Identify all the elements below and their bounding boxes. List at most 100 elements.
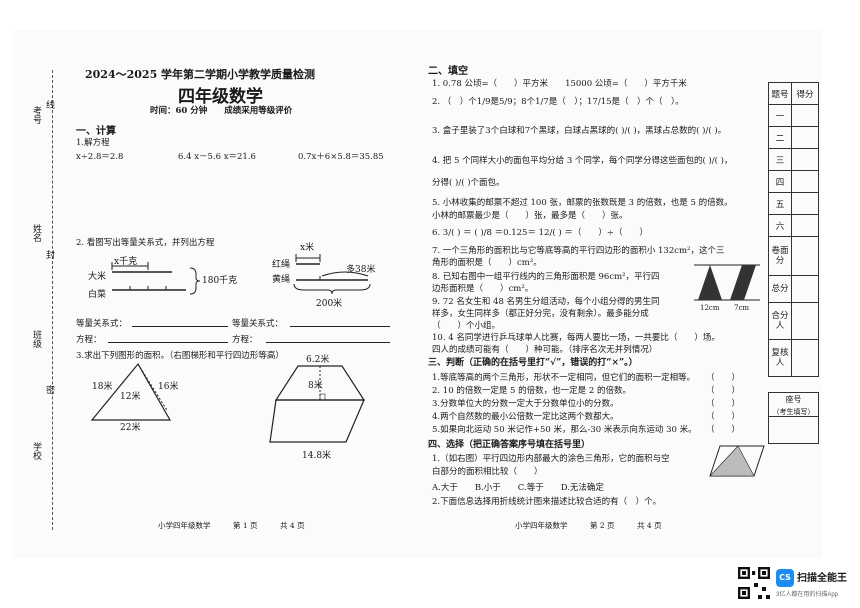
page2-footer: 小学四年级数学 第 2 页 共 4 页 xyxy=(515,521,662,530)
watermark-brand: 扫描全能王 xyxy=(797,573,847,584)
part1-heading: 一、计算 xyxy=(76,126,116,137)
score-row-label: 一 xyxy=(768,104,792,127)
binding-line xyxy=(52,70,53,530)
equation-answer-line-2[interactable] xyxy=(266,342,390,343)
exam-sheet xyxy=(12,30,822,558)
judge-1-paren[interactable]: （ ） xyxy=(706,373,741,383)
fill-q10a: 10. 4 名同学进行乒乓球单人比赛，每两人要比一场，一共要比（ ）场。 xyxy=(432,333,720,343)
page1-footer: 小学四年级数学 第 1 页 共 4 页 xyxy=(158,521,305,530)
shaded-parallelogram-figure xyxy=(709,445,765,477)
score-header-question: 题号 xyxy=(768,82,792,105)
equation-answer-line-1[interactable] xyxy=(108,342,228,343)
score-cell[interactable] xyxy=(791,275,819,303)
fill-q5a: 5. 小林收集的邮票不超过 100 张，邮票的张数既是 3 的倍数，也是 5 的… xyxy=(432,198,733,208)
qr-code-icon xyxy=(738,567,770,599)
exam-info: 时间：60 分钟 成绩采用等级评价 xyxy=(150,106,293,116)
fill-q6: 6. 3/( ) ＝ ( )/8 ＝0.125＝ 12/( ) ＝（ ）÷（ ） xyxy=(432,228,649,238)
fill-q3: 3. 盒子里装了3个白球和7个黑球，白球占黑球的( )/( )，黑球占总数的( … xyxy=(432,126,727,136)
diag1-top-label: x千克 xyxy=(114,257,138,267)
rice-cabbage-diagram xyxy=(111,262,201,295)
fill-q9a: 9. 72 名女生和 48 名男生分组活动，每个小组分得的男生同 xyxy=(432,297,660,307)
fill-q5b: 小林的邮票最少是（ ）张，最多是（ ）张。 xyxy=(432,211,628,221)
subject-title: 四年级数学 xyxy=(178,87,263,107)
judge-1: 1.等底等高的两个三角形，形状不一定相同，但它们的面积一定相等。 xyxy=(432,373,696,383)
score-cell[interactable] xyxy=(791,126,819,149)
judge-3: 3.分数单位大的分数一定大于分数单位小的分数。 xyxy=(432,399,619,409)
fill-q8a: 8. 已知右图中一组平行线内的三角形面积是 96cm²，平行四 xyxy=(432,272,660,282)
score-cell[interactable] xyxy=(791,170,819,193)
gutter-xingming: 姓名 xyxy=(31,224,41,242)
fill-q8b: 边形面积是（ ）cm²。 xyxy=(432,284,534,294)
equation-2: 6.4 x－5.6 x＝21.6 xyxy=(178,152,256,162)
gutter-mi: 密 xyxy=(44,385,54,394)
score-row-label: 四 xyxy=(768,170,792,193)
score-cell[interactable] xyxy=(791,339,819,377)
gutter-xian: 线 xyxy=(44,100,54,109)
diag1-row2-label: 白菜 xyxy=(88,290,107,300)
relation-answer-line-1[interactable] xyxy=(132,326,228,327)
sub3-label: 3.求出下列图形的面积。（右图梯形和平行四边形等高） xyxy=(76,351,284,361)
trapezoid-top-base: 6.2米 xyxy=(306,355,330,365)
relation-label-2: 等量关系式： xyxy=(232,319,284,329)
gutter-xuexiao: 学校 xyxy=(31,442,41,460)
judge-5: 5.如果向北运动 50 米记作+50 米，那么-30 米表示向东运动 30 米。 xyxy=(432,425,697,435)
judge-2: 2. 10 的倍数一定是 5 的倍数，也一定是 2 的倍数。 xyxy=(432,386,631,396)
part4-heading: 四、选择（把正确答案序号填在括号里） xyxy=(428,440,591,450)
fill-q7a: 7. 一个三角形的面积比与它等底等高的平行四边形的面积小 132cm²，这个三 xyxy=(432,246,725,256)
equation-label-1: 方程： xyxy=(76,335,102,345)
gutter-feng: 封 xyxy=(44,250,54,259)
score-row-label: 六 xyxy=(768,214,792,237)
sub1-label: 1.解方程 xyxy=(76,138,110,148)
score-cell[interactable] xyxy=(791,104,819,127)
triangle-height: 12米 xyxy=(120,392,141,402)
seat-number-box[interactable]: 座号（考生填写） xyxy=(768,392,819,444)
equation-1: x÷2.8＝2.8 xyxy=(76,152,124,162)
gutter-banji: 班级 xyxy=(31,330,41,348)
diag1-row1-label: 大米 xyxy=(88,272,107,282)
choice-2: 2.下面信息选择用折线统计图来描述比较合适的有（ ）个。 xyxy=(432,497,662,507)
judge-4: 4.两个自然数的最小公倍数一定比这两个数都大。 xyxy=(432,412,619,422)
fill-q2: 2. （ ）个1/9是5/9；8个1/7是（ ）；17/15是（ ）个（ ）。 xyxy=(432,97,684,107)
judge-2-paren[interactable]: （ ） xyxy=(706,386,741,396)
score-row-label: 卷面分 xyxy=(768,236,792,276)
triangle-right-side: 16米 xyxy=(158,382,179,392)
diag2-row1-label: 红绳 xyxy=(272,260,291,270)
judge-4-paren[interactable]: （ ） xyxy=(706,412,741,422)
score-cell[interactable] xyxy=(791,192,819,215)
choice-1-options: A.大于 B.小于 C.等于 D.无法确定 xyxy=(432,483,604,493)
diag2-row2-label: 黄绳 xyxy=(272,275,291,285)
exam-title: 2024～2025 学年第二学期小学教学质量检测 xyxy=(85,68,316,81)
relation-answer-line-2[interactable] xyxy=(290,326,390,327)
score-cell[interactable] xyxy=(791,236,819,276)
fill-q4a: 4. 把 5 个同样大小的面包平均分给 3 个同学，每个同学分得这些面包的( )… xyxy=(432,156,733,166)
score-cell[interactable] xyxy=(791,302,819,340)
diag2-extra-label: 多38米 xyxy=(346,265,376,275)
fill-q4b: 分得( )/( )个面包。 xyxy=(432,178,505,188)
figure-label-7cm: 7cm xyxy=(734,304,750,312)
trapezoid-parallelogram-figure xyxy=(269,365,366,443)
fill-q7b: 角形的面积是（ ）cm²。 xyxy=(432,258,542,268)
score-cell[interactable] xyxy=(791,214,819,237)
score-row-label: 三 xyxy=(768,148,792,171)
gutter-kaohao: 考号 xyxy=(31,106,41,124)
score-header-points: 得分 xyxy=(791,82,819,105)
seat-label: 座号 xyxy=(785,395,802,404)
rope-diagram xyxy=(293,254,371,295)
fill-q10b: 四人的成绩可能有（ ）种可能。（排序名次无并列情况） xyxy=(432,345,658,355)
watermark-subtitle: 3亿人都在用的扫描App xyxy=(776,592,839,598)
judge-5-paren[interactable]: （ ） xyxy=(706,425,741,435)
part2-heading: 二、填空 xyxy=(428,66,468,77)
diag1-total-label: 180千克 xyxy=(202,276,238,286)
equation-label-2: 方程： xyxy=(232,335,258,345)
score-cell[interactable] xyxy=(791,148,819,171)
part3-heading: 三、判断（正确的在括号里打“√”，错误的打“×”。） xyxy=(428,358,638,368)
choice-1b: 白部分的面积相比较（ ） xyxy=(432,467,543,477)
fill-q1: 1. 0.78 公顷=（ ）平方米 15000 公顷=（ ）平方千米 xyxy=(432,79,687,89)
fill-q9c: （ ）个小组。 xyxy=(432,321,501,331)
triangle-base: 22米 xyxy=(120,423,141,433)
judge-3-paren[interactable]: （ ） xyxy=(706,399,741,409)
trapezoid-height: 8米 xyxy=(308,381,323,391)
fill-q9b: 样多，女生同样多（都正好分完，没有剩余）。最多能分成 xyxy=(432,309,649,319)
score-row-label: 五 xyxy=(768,192,792,215)
score-row-label: 二 xyxy=(768,126,792,149)
